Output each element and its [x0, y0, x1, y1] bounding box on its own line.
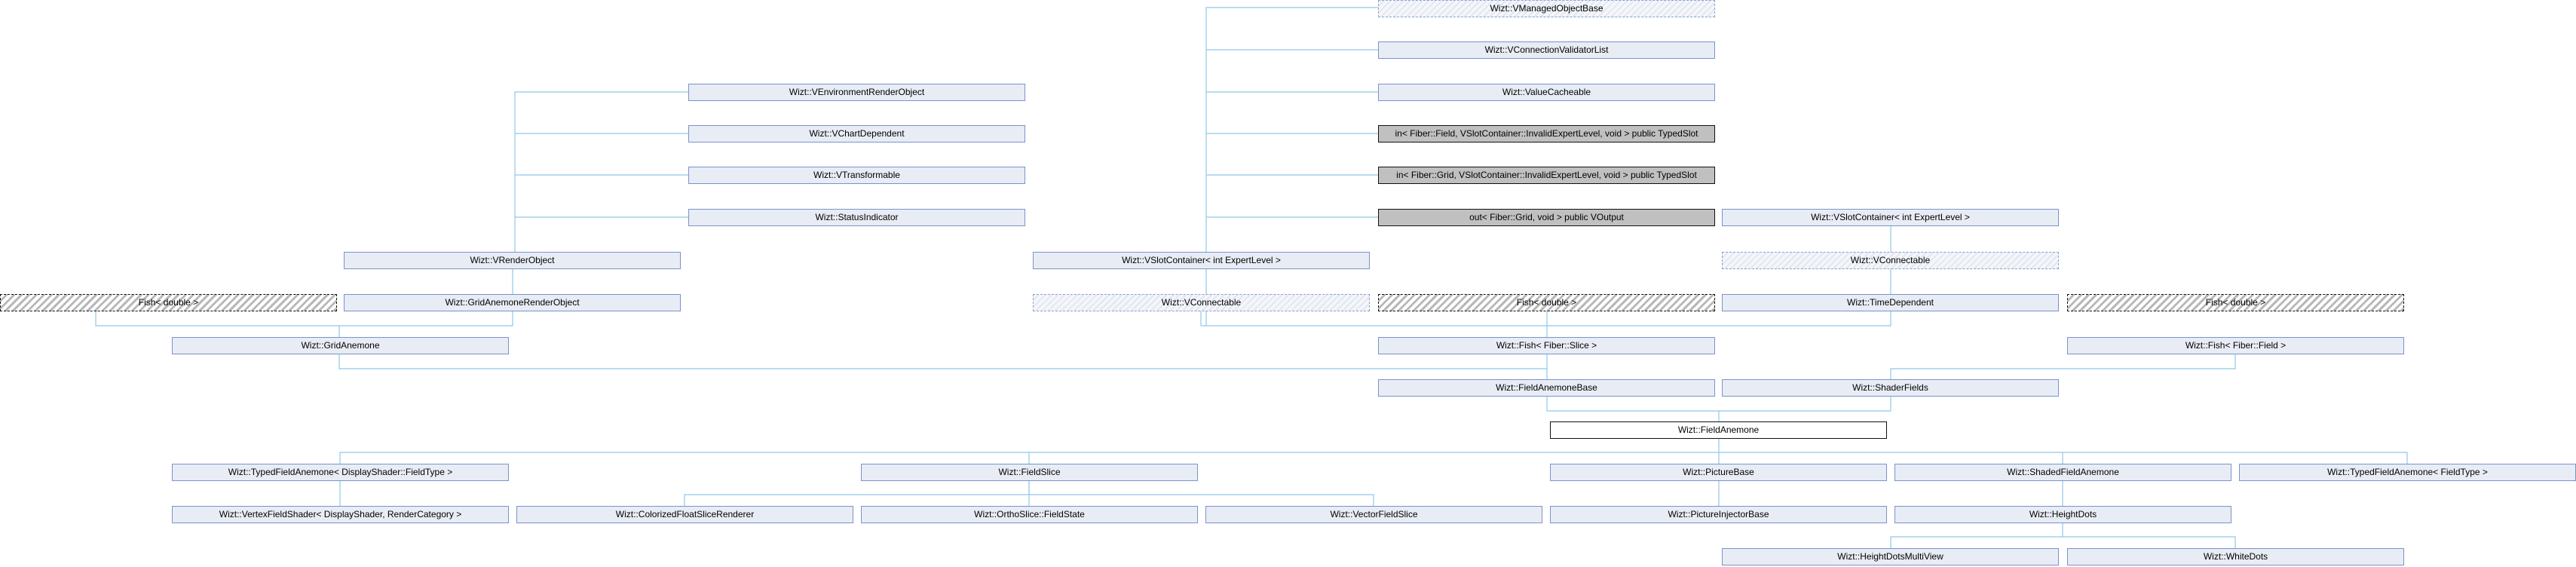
class-vmanagedobjectbase[interactable]: Wizt::VManagedObjectBase: [1378, 0, 1715, 17]
class-fieldanemonebase[interactable]: Wizt::FieldAnemoneBase: [1378, 379, 1715, 397]
inheritance-edge: [514, 91, 688, 252]
class-fish-slice[interactable]: Wizt::Fish< Fiber::Slice >: [1378, 337, 1715, 354]
class-fieldslice[interactable]: Wizt::FieldSlice: [861, 464, 1198, 481]
class-shaderfields[interactable]: Wizt::ShaderFields: [1722, 379, 2059, 397]
class-vconnectionvalidatorlist[interactable]: Wizt::VConnectionValidatorList: [1378, 41, 1715, 59]
inheritance-edge: [1719, 396, 1891, 412]
class-vtransformable[interactable]: Wizt::VTransformable: [688, 167, 1025, 184]
class-in-field-typedslot: in< Fiber::Field, VSlotContainer::Invali…: [1378, 125, 1715, 143]
class-out-grid-voutput: out< Fiber::Grid, void > public VOutput: [1378, 209, 1715, 226]
class-typedfieldanemone-displayshader[interactable]: Wizt::TypedFieldAnemone< DisplayShader::…: [172, 464, 509, 481]
inheritance-edge: [338, 354, 1547, 369]
inheritance-edge: [95, 311, 340, 337]
inheritance-edge: [1890, 354, 2236, 379]
class-fish-double-right: Fish< double >: [2067, 294, 2404, 311]
class-fish-double-middle: Fish< double >: [1378, 294, 1715, 311]
class-vrenderobject[interactable]: Wizt::VRenderObject: [344, 252, 681, 269]
class-colorizedfloatslicerenderer[interactable]: Wizt::ColorizedFloatSliceRenderer: [516, 506, 853, 523]
class-vslotcontainer-right[interactable]: Wizt::VSlotContainer< int ExpertLevel >: [1722, 209, 2059, 226]
class-gridanemonerenderobject[interactable]: Wizt::GridAnemoneRenderObject: [344, 294, 681, 311]
class-vertexfieldshader[interactable]: Wizt::VertexFieldShader< DisplayShader, …: [172, 506, 509, 523]
class-fish-field[interactable]: Wizt::Fish< Fiber::Field >: [2067, 337, 2404, 354]
class-heightdotsmultiview[interactable]: Wizt::HeightDotsMultiView: [1722, 548, 2059, 565]
class-statusindicator[interactable]: Wizt::StatusIndicator: [688, 209, 1025, 226]
class-orthoslice-fieldstate[interactable]: Wizt::OrthoSlice::FieldState: [861, 506, 1198, 523]
inheritance-edge: [1890, 536, 2236, 548]
class-fieldanemone-current: Wizt::FieldAnemone: [1550, 421, 1887, 439]
class-timedependent[interactable]: Wizt::TimeDependent: [1722, 294, 2059, 311]
inheritance-edge: [1205, 7, 1378, 294]
class-fish-double-left: Fish< double >: [0, 294, 337, 311]
class-shadedfieldanemone[interactable]: Wizt::ShadedFieldAnemone: [1894, 464, 2231, 481]
class-vchartdependent[interactable]: Wizt::VChartDependent: [688, 125, 1025, 143]
class-vectorfieldslice[interactable]: Wizt::VectorFieldSlice: [1205, 506, 1542, 523]
class-pictureinjectorbase[interactable]: Wizt::PictureInjectorBase: [1550, 506, 1887, 523]
class-gridanemone[interactable]: Wizt::GridAnemone: [172, 337, 509, 354]
class-valuecacheable[interactable]: Wizt::ValueCacheable: [1378, 84, 1715, 101]
inheritance-edge: [1200, 311, 1548, 337]
class-typedfieldanemone-fieldtype[interactable]: Wizt::TypedFieldAnemone< FieldType >: [2239, 464, 2576, 481]
class-vconnectable[interactable]: Wizt::VConnectable: [1033, 294, 1370, 311]
class-venvironmentrenderobject[interactable]: Wizt::VEnvironmentRenderObject: [688, 84, 1025, 101]
inheritance-edge: [1546, 396, 1720, 421]
class-vconnectable-right[interactable]: Wizt::VConnectable: [1722, 252, 2059, 269]
inheritance-edge: [339, 452, 2408, 464]
class-in-grid-typedslot: in< Fiber::Grid, VSlotContainer::Invalid…: [1378, 167, 1715, 184]
class-picturebase[interactable]: Wizt::PictureBase: [1550, 464, 1887, 481]
class-vslotcontainer[interactable]: Wizt::VSlotContainer< int ExpertLevel >: [1033, 252, 1370, 269]
class-whitedots[interactable]: Wizt::WhiteDots: [2067, 548, 2404, 565]
inheritance-edge: [339, 311, 513, 326]
class-heightdots[interactable]: Wizt::HeightDots: [1894, 506, 2231, 523]
inheritance-edge: [1547, 311, 1891, 326]
